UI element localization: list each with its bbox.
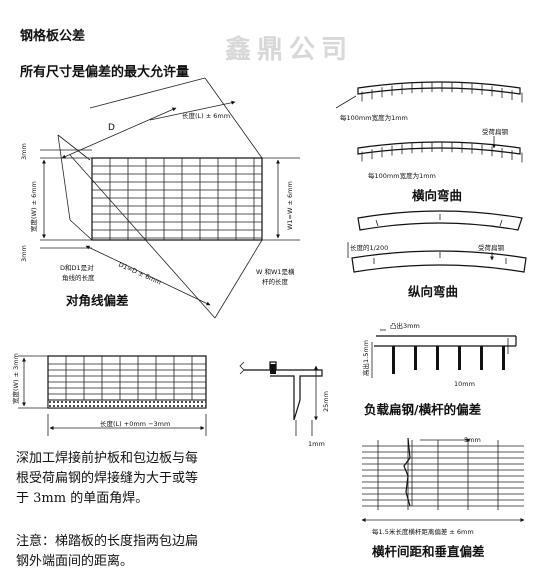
bearing-protrude: 凸出3mm (390, 321, 420, 330)
d1-dimension (85, 245, 211, 306)
page-title: 钢格板公差 (20, 28, 85, 44)
caption-lateral: 横向弯曲 (412, 188, 462, 203)
lateral-spec2: 每100mm宽度为1mm (368, 171, 436, 180)
dim-bottom-label: 3mm (20, 245, 28, 262)
bearing-bar (458, 346, 461, 370)
dim-top-label: 3mm (20, 143, 28, 160)
longitudinal-panel: 长度的1/200 受荷扁钢 纵向弯曲 (347, 210, 527, 299)
crossbar-offset: 5mm (464, 436, 481, 444)
crossbar-spec: 每1.5米长度横杆距离偏差 ± 6mm (372, 527, 474, 536)
bearing-bar (480, 346, 483, 370)
bearing-bar (392, 346, 395, 374)
caption-crossbar: 横杆间距和垂直偏差 (372, 544, 485, 559)
lateral-bar-label: 受荷扁钢 (482, 127, 509, 136)
length-arrow (149, 100, 236, 121)
weld-note-line2: 根受荷扁钢的焊接缝为大于或等 (16, 470, 198, 486)
w-note-line2: 杆的长度 (262, 277, 289, 286)
caption-longitudinal: 纵向弯曲 (408, 284, 458, 299)
plate-width: 宽度(W) ± 3mm (11, 353, 20, 404)
bearing-spacing: 10mm (454, 380, 475, 388)
stair-note-line1: 注意：梯踏板的长度指两包边扁 (16, 533, 198, 549)
lateral-spec1: 每100mm宽度为1mm (340, 113, 408, 122)
w-note-line1: W 和W1是横 (256, 267, 295, 276)
grating-drawing (57, 77, 263, 319)
caption-bearing: 负载扁钢/横杆的偏差 (364, 402, 481, 417)
weld-note-line3: 于 3mm 的单面角焊。 (16, 490, 148, 506)
watermark: 鑫鼎公司 (225, 34, 353, 65)
bearing-height: 高出1.5mm (361, 340, 370, 376)
plate-dim-1: 1mm (308, 440, 325, 448)
lateral-panel: 每100mm宽度为1mm 受荷扁钢 每100mm宽度为1mm 横向弯曲 (335, 81, 523, 203)
caption-diagonal: 对角线偏差 (66, 293, 129, 308)
width-left-label: 宽度(W) ± 6mm (29, 181, 38, 232)
diagonal-panel: D 长度(L) ± 6mm 3mm 宽度(W) ± 6mm 3mm W1=W ±… (20, 77, 300, 319)
stair-note-line2: 钢外端面间的距离。 (16, 553, 133, 569)
longitudinal-bar-label: 受荷扁钢 (478, 243, 505, 252)
weld-note-line1: 深加工焊接前护板和包边板与每 (16, 450, 198, 466)
d-note-line2: 角线的长度 (62, 273, 95, 282)
length-label: 长度(L) ± 6mm (182, 111, 230, 120)
plate-length: 长度(L) +0mm −3mm (100, 419, 170, 428)
d-note-line1: D和D1是对 (60, 263, 94, 272)
end-plate-panel: 宽度(W) ± 3mm 长度(L) +0mm −3mm 25mm 1mm (11, 353, 330, 448)
bearing-bar (414, 346, 417, 370)
d-dimension (61, 107, 177, 159)
bearing-bar (502, 346, 505, 370)
notes-block: 深加工焊接前护板和包边板与每 根受荷扁钢的焊接缝为大于或等 于 3mm 的单面角… (16, 450, 198, 569)
width-right-label: W1=W ± 6mm (286, 181, 294, 230)
d1-label: D1=D ± 6mm (117, 261, 162, 287)
plate-dim-25: 25mm (322, 391, 330, 412)
bearing-panel: 凸出3mm 高出1.5mm 10mm 负载扁钢/横杆的偏差 (361, 321, 517, 417)
d-label: D (108, 123, 115, 133)
page-subtitle: 所有尺寸是偏差的最大允许量 (20, 64, 189, 80)
longitudinal-spec: 长度的1/200 (350, 243, 388, 252)
crossbar-panel: 5mm 每1.5米长度横杆距离偏差 ± 6mm 横杆间距和垂直偏差 (361, 436, 525, 559)
bearing-bar (436, 346, 439, 370)
